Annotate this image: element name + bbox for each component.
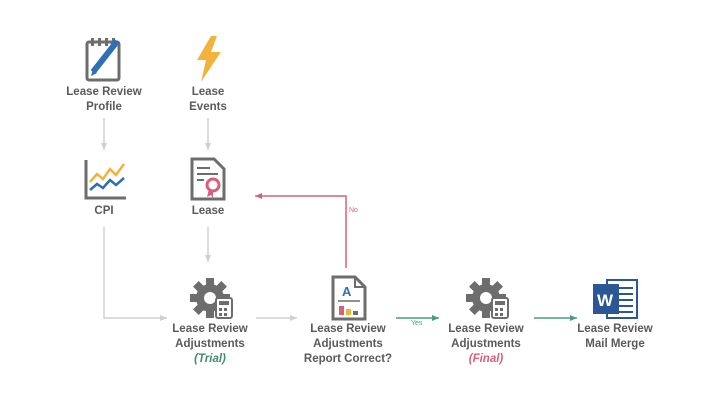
node-label-line1: Lease Review — [577, 323, 653, 335]
arrow-cpi-to-trial — [103, 227, 167, 321]
gear-calculator-icon — [466, 278, 509, 319]
notepad-pencil-icon — [85, 38, 121, 82]
node-lease-events: Lease Events — [158, 85, 258, 115]
node-label-line1: Lease Review — [448, 323, 524, 335]
node-label-line1: Lease Review — [310, 323, 386, 335]
node-mail-merge: Lease Review Mail Merge — [560, 322, 670, 352]
node-label-trial: (Trial) — [194, 353, 226, 365]
node-label-line1: Lease Review — [172, 323, 248, 335]
node-label-report-correct: Report Correct? — [303, 353, 393, 365]
node-label-line2: Profile — [86, 101, 122, 113]
node-label-final: (Final) — [468, 353, 504, 365]
node-label-line1: Lease — [191, 86, 225, 98]
node-adjustments-report: Lease Review Adjustments Report Correct? — [289, 322, 407, 367]
node-label-line2: Adjustments — [313, 338, 383, 350]
node-label-line1: Lease — [191, 205, 225, 217]
line-chart-icon — [84, 160, 126, 200]
node-label-line1: CPI — [94, 205, 114, 217]
node-label-line2: Adjustments — [451, 338, 521, 350]
edge-label-yes: Yes — [411, 320, 423, 327]
certificate-document-icon — [190, 157, 226, 201]
arrow-report-no-to-lease — [255, 193, 347, 268]
edge-label-no: No — [349, 207, 358, 214]
gear-calculator-icon — [190, 278, 233, 319]
node-adjustments-final: Lease Review Adjustments (Final) — [431, 322, 541, 367]
svg-text:A: A — [342, 284, 352, 299]
report-document-icon: A — [331, 275, 367, 321]
node-adjustments-trial: Lease Review Adjustments (Trial) — [155, 322, 265, 367]
word-document-icon: W — [593, 279, 638, 319]
node-lease: Lease — [158, 204, 258, 219]
node-cpi: CPI — [54, 204, 154, 219]
node-label-line2: Adjustments — [175, 338, 245, 350]
node-label-line2: Mail Merge — [585, 338, 645, 350]
lightning-bolt-icon — [197, 36, 221, 82]
node-label-line2: Events — [189, 101, 227, 113]
node-label-line1: Lease Review — [66, 86, 142, 98]
svg-text:W: W — [597, 291, 614, 310]
node-lease-review-profile: Lease Review Profile — [54, 85, 154, 115]
